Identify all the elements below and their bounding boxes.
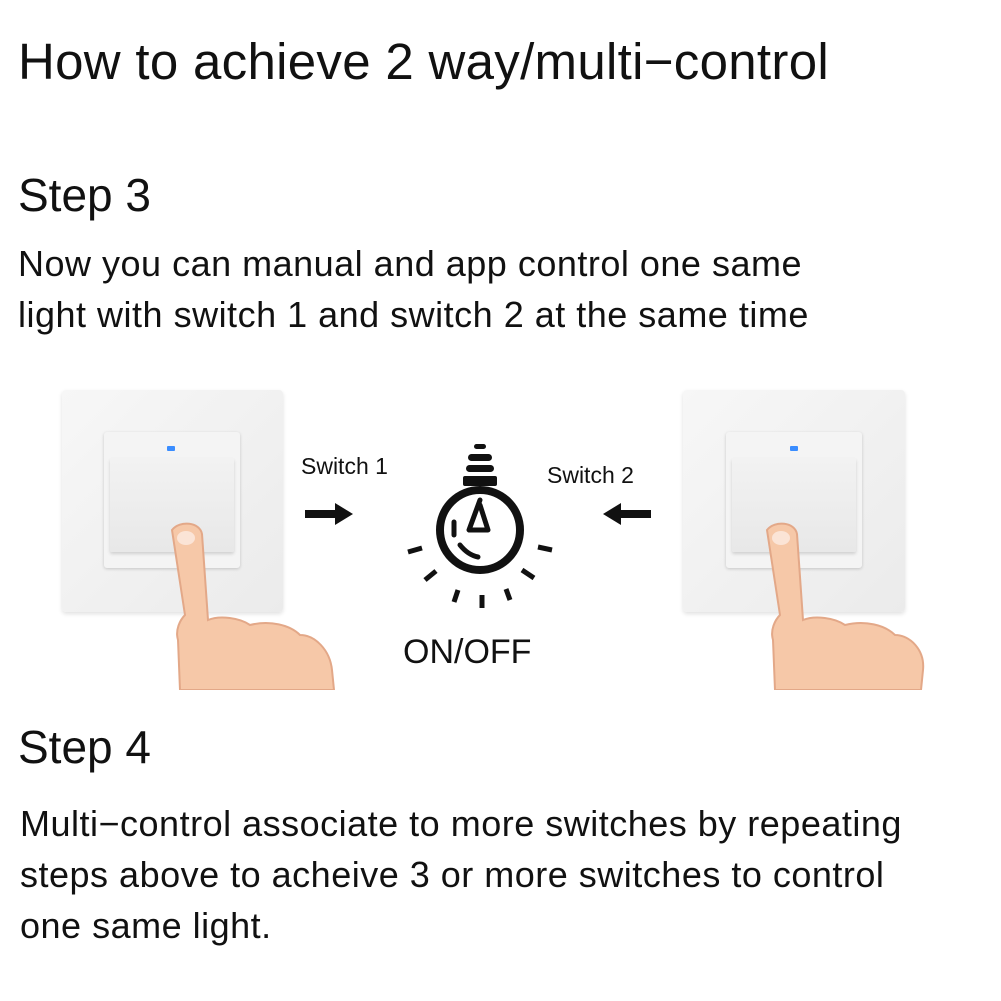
step3-line-2: light with switch 1 and switch 2 at the … [18,294,809,335]
step3-heading: Step 3 [18,169,151,221]
bulb-label: ON/OFF [403,633,532,671]
hand-finger-icon [765,522,925,690]
led-indicator [790,446,798,451]
step4-heading: Step 4 [18,721,151,773]
step4-line-3: one same light. [20,905,272,946]
switch-1-label: Switch 1 [301,453,388,479]
led-indicator [167,446,175,451]
step4-line-2: steps above to acheive 3 or more switche… [20,854,885,895]
arrow-right-icon [305,503,353,525]
hand-finger-icon [170,522,336,690]
step3-line-1: Now you can manual and app control one s… [18,243,802,284]
arrow-left-icon [603,503,651,525]
switch-2-label: Switch 2 [547,462,634,488]
step4-line-1: Multi−control associate to more switches… [20,803,902,844]
page-title: How to achieve 2 way/multi−control [18,33,829,90]
light-bulb-icon [407,444,553,608]
